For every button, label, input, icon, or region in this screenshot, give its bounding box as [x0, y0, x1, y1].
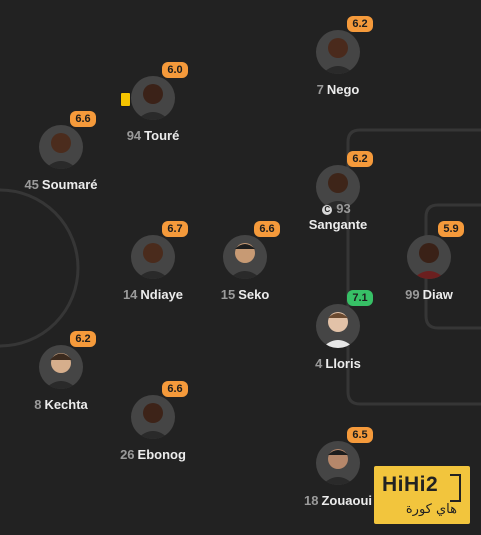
- player-photo: [316, 441, 360, 485]
- player-name: Lloris: [325, 356, 361, 371]
- player-name: Seko: [238, 287, 270, 302]
- logo-frame: [450, 474, 461, 502]
- player-label: Sangante: [283, 217, 393, 232]
- player-number: 4: [315, 356, 323, 371]
- player-number: 93: [336, 201, 351, 216]
- rating-badge: 6.6: [70, 111, 96, 127]
- player-name: Touré: [144, 128, 180, 143]
- player-photo: [316, 304, 360, 348]
- player-number: 26: [120, 447, 135, 462]
- player-name: Ebonog: [137, 447, 186, 462]
- player-photo: [39, 125, 83, 169]
- player-number: 15: [220, 287, 236, 302]
- player-photo: [407, 235, 451, 279]
- rating-badge: 6.2: [70, 331, 96, 347]
- rating-badge: 7.1: [347, 290, 373, 306]
- player-number: 45: [24, 177, 39, 192]
- rating-badge: 6.2: [347, 16, 373, 32]
- player-number: 18: [303, 493, 319, 508]
- player-photo: [316, 30, 360, 74]
- player-name: Ndiaye: [140, 287, 184, 302]
- rating-badge: 6.7: [162, 221, 188, 237]
- player-photo: [131, 76, 175, 120]
- player-photo: [223, 235, 267, 279]
- player-photo: [39, 345, 83, 389]
- player-name: Sangante: [308, 217, 368, 232]
- watermark-main-text: HiHi2: [382, 473, 439, 496]
- player-name: Kechta: [44, 397, 88, 412]
- player-number: 8: [34, 397, 42, 412]
- player-name: Diaw: [422, 287, 453, 302]
- player-number: 99: [405, 287, 420, 302]
- rating-badge: 6.6: [162, 381, 188, 397]
- player-name: Nego: [326, 82, 360, 97]
- player-name: Soumaré: [41, 177, 98, 192]
- watermark-logo: HiHi2 هاي كورة: [374, 466, 470, 524]
- rating-badge: 6.0: [162, 62, 188, 78]
- player-name: Zouaoui: [321, 493, 372, 508]
- captain-icon: C: [322, 205, 333, 215]
- rating-badge: 6.2: [347, 151, 373, 167]
- watermark-sub-text: هاي كورة: [405, 502, 457, 517]
- player-number: 94: [126, 128, 142, 143]
- yellow-card-icon: [120, 92, 131, 107]
- player-number: 7: [316, 82, 324, 97]
- player-number: 14: [122, 287, 138, 302]
- player-photo: [131, 395, 175, 439]
- rating-badge: 6.5: [347, 427, 373, 443]
- rating-badge: 5.9: [438, 221, 464, 237]
- rating-badge: 6.6: [254, 221, 280, 237]
- player-photo: [131, 235, 175, 279]
